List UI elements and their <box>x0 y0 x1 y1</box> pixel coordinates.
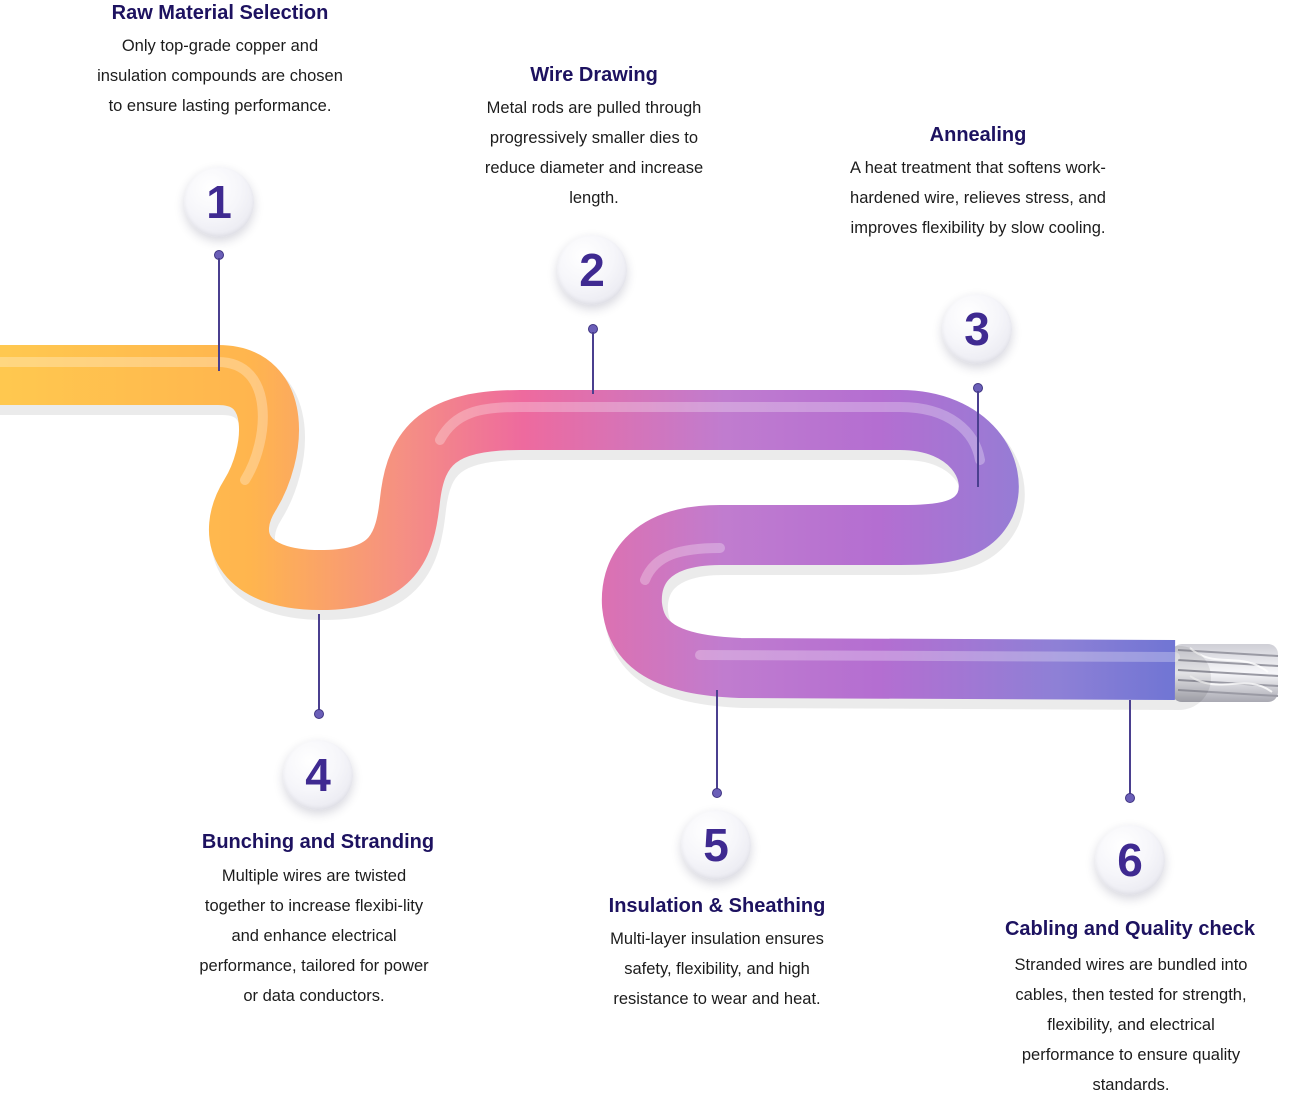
step-3-title: Annealing <box>929 124 1027 146</box>
step-2-title: Wire Drawing <box>530 64 658 86</box>
step-3-description: A heat treatment that softens work-harde… <box>850 159 1106 237</box>
copper-strands-icon <box>1172 644 1279 702</box>
step-6-badge: 6 <box>1095 825 1165 895</box>
step-5-connector-dot <box>712 788 722 798</box>
step-2-description: Metal rods are pulled through progressiv… <box>484 99 704 207</box>
step-5-connector-line <box>716 690 718 790</box>
step-1-badge: 1 <box>184 167 254 237</box>
step-1-title: Raw Material Selection <box>111 2 329 24</box>
step-5-description: Multi-layer insulation ensures safety, f… <box>610 930 824 1008</box>
step-1-connector-line <box>218 258 220 371</box>
step-2-connector-line <box>592 332 594 394</box>
step-6-description: Stranded wires are bundled into cables, … <box>1014 956 1248 1094</box>
step-4-description: Multiple wires are twisted together to i… <box>199 867 429 1005</box>
step-6-connector-line <box>1129 700 1131 795</box>
step-4-title: Bunching and Stranding <box>201 831 435 853</box>
step-1-description: Only top-grade copper and insulation com… <box>97 37 343 115</box>
step-5-title: Insulation & Sheathing <box>608 895 826 917</box>
step-2-badge: 2 <box>557 235 627 305</box>
step-4-connector-dot <box>314 709 324 719</box>
step-4-connector-line <box>318 614 320 712</box>
step-6-title: Cabling and Quality check <box>1004 918 1256 940</box>
step-3-connector-line <box>977 391 979 487</box>
cable-path <box>0 345 1176 700</box>
step-6-connector-dot <box>1125 793 1135 803</box>
step-5-badge: 5 <box>681 810 751 880</box>
step-3-badge: 3 <box>942 294 1012 364</box>
step-4-badge: 4 <box>283 740 353 810</box>
